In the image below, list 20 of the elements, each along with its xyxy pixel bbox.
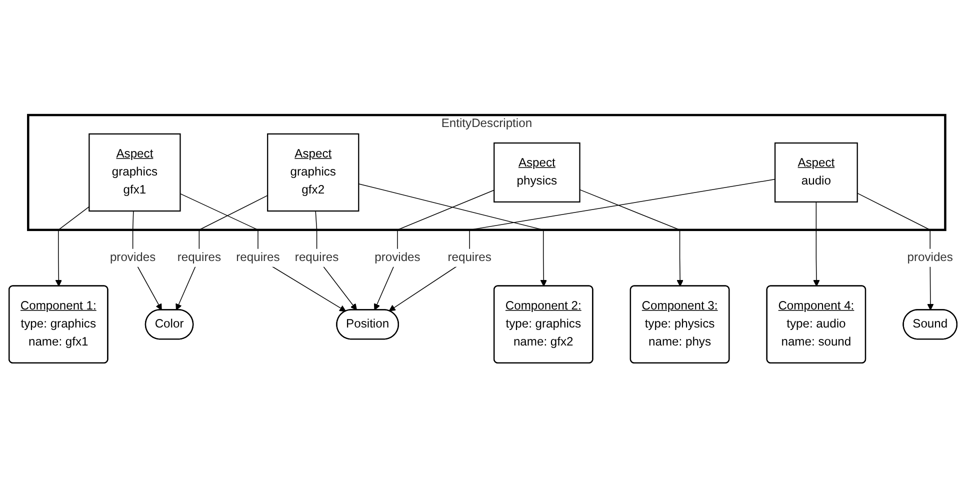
node-box: Aspect graphics gfx2: [267, 132, 360, 212]
arrow: [358, 182, 547, 286]
edge-label: requires: [448, 250, 492, 264]
edge-label: provides: [374, 250, 420, 264]
node-box: Aspect audio: [774, 142, 858, 202]
arrow: [176, 194, 268, 310]
arrow: [813, 201, 820, 286]
edge-label: requires: [294, 250, 339, 264]
edge-label: provides: [907, 250, 953, 264]
arrow: [55, 206, 90, 286]
arrow: [579, 188, 684, 286]
edge-label: provides: [110, 250, 156, 264]
arrow: [388, 178, 776, 311]
edge-label: requires: [236, 250, 280, 264]
arrow: [856, 192, 934, 310]
arrow: [374, 189, 494, 310]
node-box: Aspect graphics gfx1: [88, 132, 181, 212]
arrow: [180, 192, 346, 312]
edge-label: requires: [177, 250, 222, 264]
node-box: Aspect physics: [494, 142, 580, 202]
